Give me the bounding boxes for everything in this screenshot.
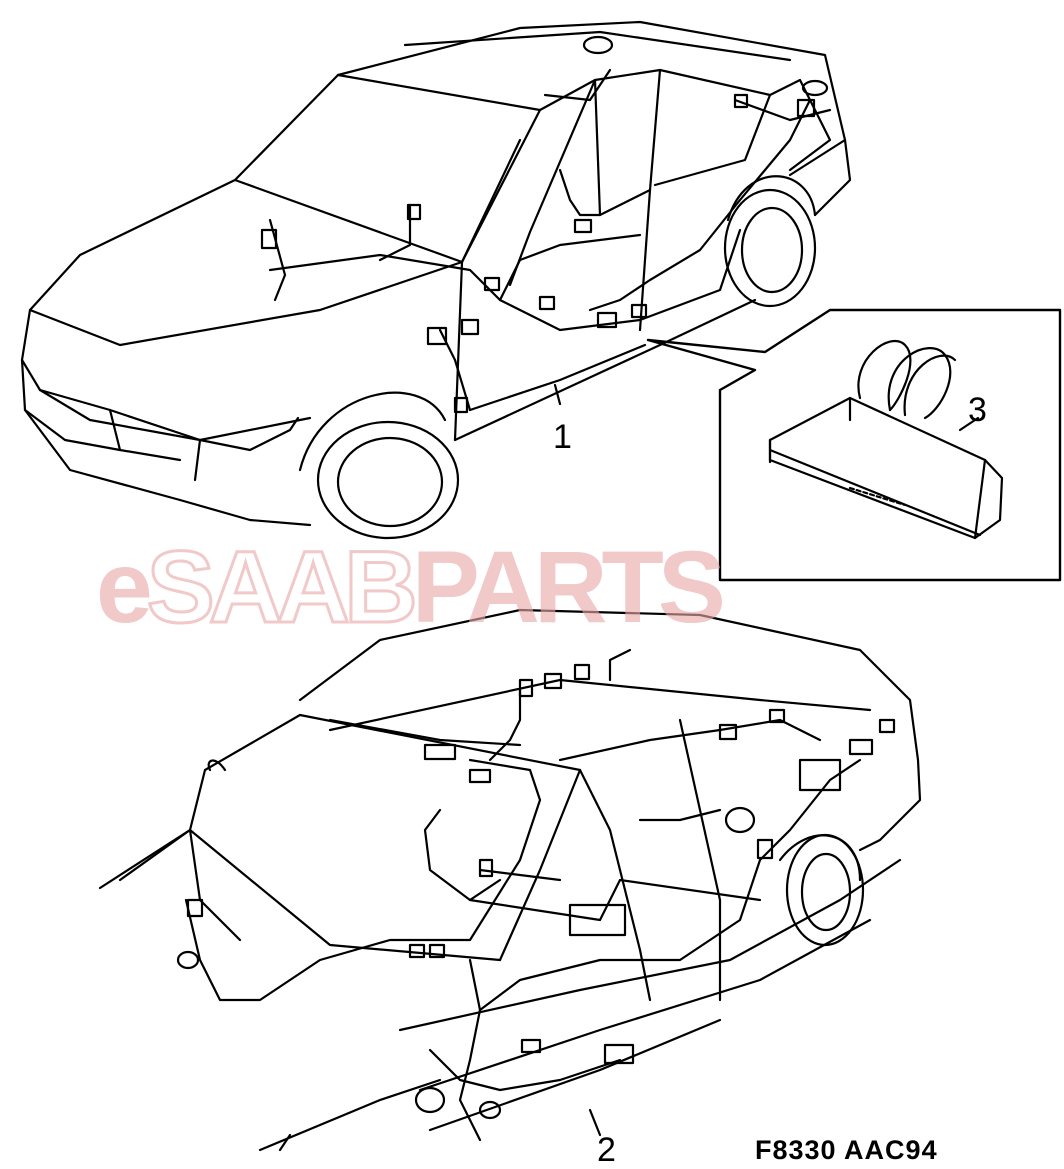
watermark-saab: SAAB <box>145 530 419 644</box>
inset-detail <box>646 308 1062 582</box>
callout-2: 2 <box>597 1131 616 1169</box>
callout-1: 1 <box>553 418 572 456</box>
callout-3: 3 <box>968 391 987 429</box>
watermark-e: e <box>96 530 153 644</box>
rear-view-car <box>98 608 922 1152</box>
watermark-logo: eSAABPARTS <box>96 535 726 640</box>
drawing-code: F8330 AAC94 <box>755 1135 938 1165</box>
watermark-parts: PARTS <box>411 530 726 644</box>
front-view-car <box>20 20 852 540</box>
